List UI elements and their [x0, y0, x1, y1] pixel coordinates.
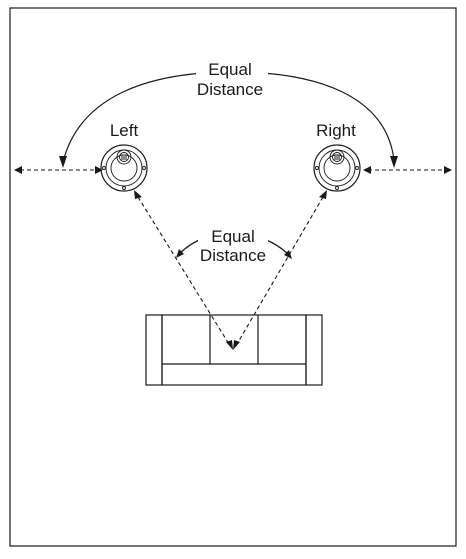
- inner-equal-line2: Distance: [200, 246, 266, 265]
- sofa-left-arm: [145, 314, 163, 386]
- outer-label-backing: [196, 58, 268, 100]
- outer-equal-line2: Distance: [197, 80, 263, 99]
- left-to-listener-arrow: [134, 190, 233, 350]
- arrowhead-left: [59, 156, 67, 168]
- outer-equal-line1: Equal: [208, 60, 251, 79]
- inner-equal-line1: Equal: [211, 227, 254, 246]
- speaker-icon: [313, 144, 361, 192]
- right-to-listener-arrow: [233, 190, 327, 350]
- sofa: [145, 314, 323, 386]
- sofa-right-arm: [305, 314, 323, 386]
- speaker-icon: [100, 144, 148, 192]
- left-speaker-label: Left: [110, 121, 139, 140]
- right-speaker-label: Right: [316, 121, 356, 140]
- left-wall-distance-arrow: [14, 166, 103, 174]
- right-speaker: [313, 144, 361, 192]
- left-speaker: [100, 144, 148, 192]
- inner-label-backing: [198, 226, 268, 266]
- room-outline: [9, 7, 457, 547]
- sofa-icon: [161, 314, 307, 386]
- right-wall-distance-arrow: [363, 166, 452, 174]
- arrowhead-right: [390, 156, 398, 168]
